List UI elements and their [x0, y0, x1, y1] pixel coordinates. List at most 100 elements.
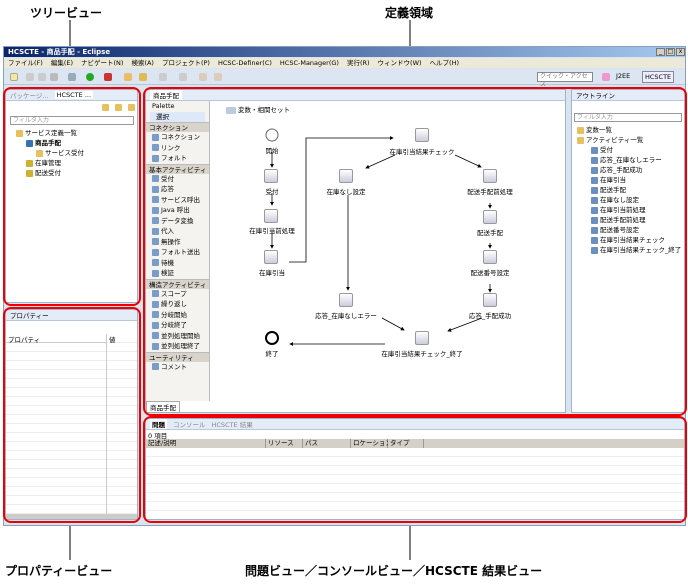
save-icon[interactable] — [26, 73, 34, 81]
palette-item[interactable]: 受付 — [146, 174, 209, 185]
palette-group[interactable]: 基本アクティビティ — [146, 163, 209, 174]
tab-problems[interactable]: 問題 — [150, 419, 167, 429]
tree-item-service-list[interactable]: サービス定義一覧 — [16, 128, 84, 138]
palette-item[interactable]: 並列処理開始 — [146, 331, 209, 342]
column-value[interactable]: 値 — [106, 334, 137, 519]
tab-package[interactable]: パッケージ... — [10, 92, 49, 100]
menu-navigate[interactable]: ナビゲート(N) — [81, 59, 124, 67]
last-edit-icon[interactable] — [179, 73, 187, 81]
outline-item[interactable]: 在庫引当結果チェック_終了 — [577, 245, 681, 255]
node-check[interactable] — [415, 128, 429, 142]
node-ship-pre[interactable] — [483, 169, 497, 183]
outline-item[interactable]: アクティビティ一覧 — [577, 135, 681, 145]
palette-item[interactable]: サービス呼出 — [146, 195, 209, 206]
column-resource[interactable]: リソース — [266, 439, 303, 448]
tree-item-service-receive[interactable]: サービス受付 — [16, 148, 84, 158]
forward-icon[interactable] — [214, 73, 222, 81]
outline-item[interactable]: 受付 — [577, 145, 681, 155]
column-property[interactable]: プロパティ — [6, 334, 106, 344]
palette-item[interactable]: 応答 — [146, 184, 209, 195]
outline-filter-input[interactable]: フィルタ入力 — [574, 113, 682, 122]
node-resp-err[interactable] — [339, 293, 353, 307]
outline-item[interactable]: 応答_在庫なしエラー — [577, 155, 681, 165]
outline-item[interactable]: 在庫引当結果チェック — [577, 235, 681, 245]
menu-edit[interactable]: 編集(E) — [50, 59, 73, 67]
menu-hcsc-manager[interactable]: HCSC-Manager(G) — [279, 59, 339, 67]
palette-select[interactable]: 選択 — [150, 111, 205, 122]
annotation-icon[interactable] — [159, 73, 167, 81]
palette-item[interactable]: 繰り返し — [146, 299, 209, 310]
back-icon[interactable] — [199, 73, 207, 81]
variable-set[interactable]: 変数・相関セット — [226, 104, 290, 114]
outline-item[interactable]: 配送手配前処理 — [577, 215, 681, 225]
palette-group[interactable]: コネクション — [146, 122, 209, 132]
palette-item[interactable]: 分岐終了 — [146, 320, 209, 331]
perspective-hcscte[interactable]: HCSCTE — [642, 71, 675, 83]
tab-editor-shohin[interactable]: 商品手配 — [150, 90, 182, 100]
palette-title[interactable]: Palette — [152, 102, 175, 110]
tree-action-icon[interactable] — [102, 104, 109, 111]
external-tools-icon[interactable] — [104, 73, 112, 81]
column-path[interactable]: パス — [303, 439, 351, 448]
open-type-icon[interactable] — [124, 73, 132, 81]
node-check-end[interactable] — [415, 331, 429, 345]
new-icon[interactable] — [10, 73, 18, 81]
node-ship-no[interactable] — [483, 250, 497, 264]
tree-item-shohin[interactable]: 商品手配 — [16, 138, 84, 148]
palette-item[interactable]: 検証 — [146, 268, 209, 279]
node-none[interactable] — [339, 169, 353, 183]
palette-item[interactable]: スコープ — [146, 289, 209, 300]
tree-action-icon[interactable] — [115, 104, 122, 111]
perspective-j2ee[interactable]: J2EE — [616, 72, 631, 80]
tree-filter-input[interactable]: フィルタ入力 — [10, 116, 134, 125]
start-node[interactable] — [265, 128, 279, 142]
column-location[interactable]: ロケーション — [351, 439, 392, 448]
column-type[interactable]: タイプ — [388, 439, 424, 448]
outline-item[interactable]: 在庫引当 — [577, 175, 681, 185]
tab-hcscte[interactable]: HCSCTE ... — [54, 91, 94, 99]
menu-run[interactable]: 実行(R) — [346, 59, 370, 67]
outline-item[interactable]: 配送手配 — [577, 185, 681, 195]
menu-window[interactable]: ウィンドウ(W) — [377, 59, 422, 67]
menu-help[interactable]: ヘルプ(H) — [429, 59, 460, 67]
node-receive[interactable] — [264, 169, 278, 183]
palette-group[interactable]: ユーティリティ — [146, 351, 209, 362]
palette-item[interactable]: データ変換 — [146, 216, 209, 227]
search-tool-icon[interactable] — [139, 73, 147, 81]
palette-item[interactable]: コメント — [146, 362, 209, 373]
node-alloc[interactable] — [264, 250, 278, 264]
outline-item[interactable]: 応答_手配成功 — [577, 165, 681, 175]
palette-group[interactable]: 構造アクティビティ — [146, 278, 209, 289]
column-description[interactable]: 記述/説明 — [146, 439, 266, 448]
menu-search[interactable]: 検索(A) — [131, 59, 154, 67]
tree-item-delivery[interactable]: 配送受付 — [16, 168, 84, 178]
tab-editor-bottom[interactable]: 商品手配 — [146, 401, 180, 413]
end-node[interactable] — [265, 331, 279, 345]
palette-item[interactable]: 待機 — [146, 258, 209, 269]
node-ship[interactable] — [483, 210, 497, 224]
menu-project[interactable]: プロジェクト(P) — [161, 59, 210, 67]
tab-console[interactable]: コンソール — [173, 421, 206, 429]
tree-item-inventory[interactable]: 在庫管理 — [16, 158, 84, 168]
horizontal-scrollbar[interactable] — [6, 514, 137, 519]
palette-item[interactable]: フォルト送出 — [146, 247, 209, 258]
outline-item[interactable]: 在庫なし設定 — [577, 195, 681, 205]
tab-outline[interactable]: アウトライン — [576, 92, 615, 100]
open-perspective-icon[interactable] — [602, 73, 610, 81]
palette-item[interactable]: 分岐開始 — [146, 310, 209, 321]
tree-action-icon[interactable] — [128, 104, 135, 111]
quick-access-input[interactable]: クイック・アクセス — [537, 72, 593, 88]
menu-hcsc-definer[interactable]: HCSC-Definer(C) — [217, 59, 272, 67]
node-resp-ok[interactable] — [483, 293, 497, 307]
outline-item[interactable]: 在庫引当前処理 — [577, 205, 681, 215]
outline-item[interactable]: 配送番号設定 — [577, 225, 681, 235]
close-button[interactable]: x — [676, 48, 685, 56]
print-icon[interactable] — [50, 73, 58, 81]
tab-hcscte-results[interactable]: HCSCTE 結果 — [211, 421, 253, 429]
minimize-button[interactable]: _ — [656, 48, 665, 56]
palette-item[interactable]: 代入 — [146, 226, 209, 237]
palette-item[interactable]: コネクション — [146, 132, 209, 143]
menu-file[interactable]: ファイル(F) — [8, 59, 43, 67]
palette-item[interactable]: 並列処理終了 — [146, 341, 209, 352]
maximize-button[interactable]: □ — [666, 48, 675, 56]
